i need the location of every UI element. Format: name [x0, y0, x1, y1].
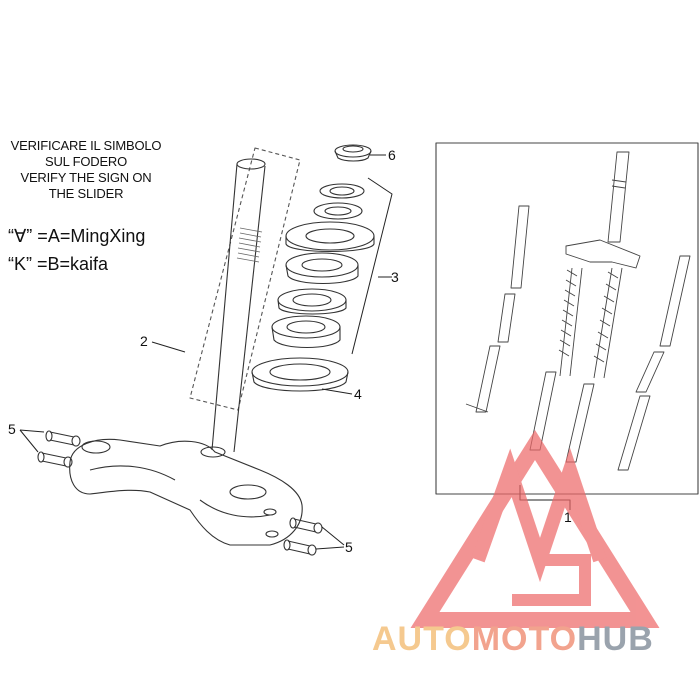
bolts-right: [283, 517, 323, 556]
lower-triple-clamp: [69, 438, 303, 546]
watermark-moto: MOTO: [471, 620, 578, 658]
code-a-label: “∀” =A=MingXing: [8, 226, 146, 246]
fork-assembly-frame: [435, 142, 699, 495]
code-k-label: “K” =B=kaifa: [8, 254, 109, 274]
callout-5-right: 5: [345, 539, 353, 555]
callout-4: 4: [354, 386, 362, 402]
leader-lines: [19, 154, 393, 550]
dust-cap: [334, 144, 372, 162]
watermark-auto: AUTO: [372, 620, 472, 658]
callout-2: 2: [140, 333, 148, 349]
callout-6: 6: [388, 147, 396, 163]
note-line-4: THE SLIDER: [48, 186, 124, 201]
note-line-2: SUL FODERO: [44, 154, 128, 169]
bolts-left: [37, 430, 81, 468]
note-line-1: VERIFICARE IL SIMBOLO: [10, 138, 162, 153]
watermark-logo: [410, 429, 660, 628]
seal-ring: [251, 357, 349, 392]
callout-3: 3: [391, 269, 399, 285]
callout-1: 1: [564, 509, 572, 525]
watermark-text: AUTOMOTOHUB: [372, 620, 654, 659]
steering-stem: [211, 158, 266, 453]
watermark-hub: HUB: [577, 620, 654, 658]
callout-5-left: 5: [8, 421, 16, 437]
bearing-set: [271, 183, 375, 348]
verification-note: VERIFICARE IL SIMBOLO SUL FODERO VERIFY …: [0, 138, 172, 202]
note-line-3: VERIFY THE SIGN ON: [20, 170, 152, 185]
front-fork-assembly: [465, 151, 691, 471]
assembly-dashed-outline: [189, 147, 301, 411]
